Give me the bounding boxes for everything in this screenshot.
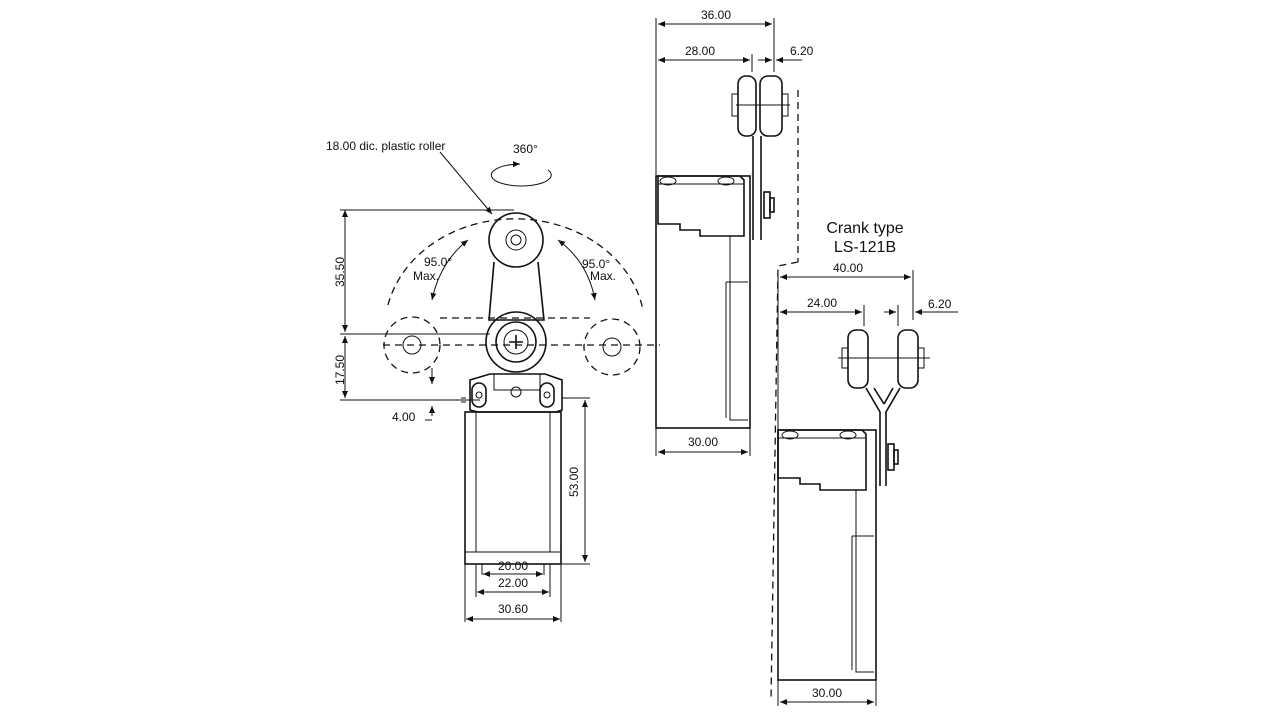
side-view: 36.00 28.00 6.20 30.00: [655, 8, 814, 701]
crank-roller-left: [847, 329, 869, 389]
crank-dim-24-00: 24.00: [807, 296, 837, 310]
head-plate: [469, 373, 563, 413]
side-roller-right: [759, 75, 783, 137]
crank-lever: [865, 387, 901, 486]
crank-body: [777, 429, 877, 681]
crank-roller-right: [897, 329, 919, 389]
rotation-arrow: [490, 161, 552, 187]
side-body: [655, 175, 751, 429]
switch-body: [464, 411, 562, 565]
front-view: 35.50 17.50 4.00 53.00 20.00 22.00 30.60…: [326, 139, 660, 622]
angle-left-max: Max.: [413, 269, 439, 283]
dim-30-60: 30.60: [498, 602, 528, 616]
crank-dim-40-00: 40.00: [833, 261, 863, 275]
side-head: [657, 175, 745, 237]
angle-left-label: 95.0°: [424, 255, 452, 269]
side-dim-30-00: 30.00: [688, 435, 718, 449]
roller: [488, 212, 544, 268]
dim-53-00: 53.00: [567, 467, 581, 497]
side-lever: [752, 136, 762, 240]
dim-4-00: 4.00: [392, 410, 416, 424]
crank-model: LS-121B: [834, 239, 896, 256]
crank-head: [777, 429, 867, 491]
angle-right-label: 95.0°: [582, 257, 610, 271]
crank-title: Crank type: [826, 220, 903, 237]
side-dim-28-00: 28.00: [685, 44, 715, 58]
dim-35-50: 35.50: [333, 257, 347, 287]
crank-dim-30-00: 30.00: [812, 686, 842, 700]
roller-lever: [488, 261, 545, 321]
ghost-roller-right: [583, 318, 641, 376]
dim-22-00: 22.00: [498, 576, 528, 590]
dim-17-50: 17.50: [333, 355, 347, 385]
crank-dim-6-20: 6.20: [928, 297, 952, 311]
ghost-roller-left: [383, 316, 441, 374]
side-dim-36-00: 36.00: [701, 8, 731, 22]
lever-hub: [485, 311, 547, 373]
angle-right-max: Max.: [590, 269, 616, 283]
side-dim-6-20: 6.20: [790, 44, 814, 58]
roller-note: 18.00 dic. plastic roller: [326, 139, 445, 153]
rotation-label: 360°: [513, 142, 538, 156]
crank-view: Crank type LS-121B 40.00 24.00 6.20: [777, 220, 958, 706]
side-roller-left: [737, 75, 757, 137]
dim-20-00: 20.00: [498, 559, 528, 573]
